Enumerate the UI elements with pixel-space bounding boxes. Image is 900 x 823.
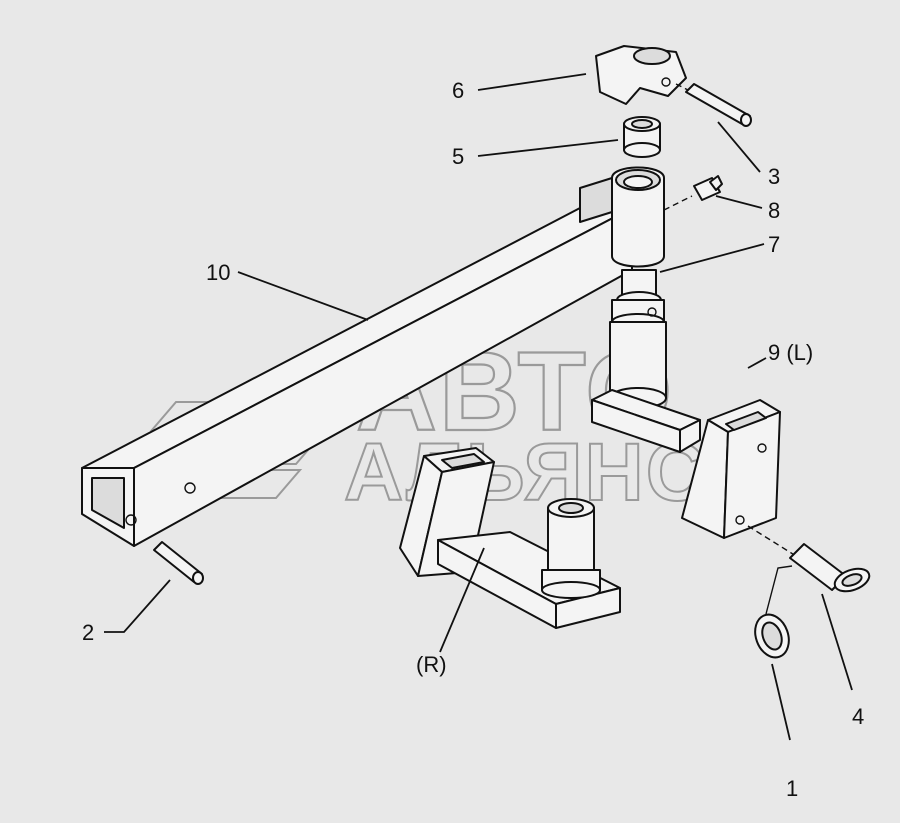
callout-R: (R) — [416, 652, 447, 677]
callout-1: 1 — [786, 776, 798, 801]
part-9L-bracket — [591, 389, 781, 539]
callout-5: 5 — [452, 144, 464, 169]
part-8-grease-nipple — [663, 175, 723, 211]
part-7-pivot-post — [609, 166, 667, 409]
leader-lines — [104, 73, 853, 741]
callout-8: 8 — [768, 198, 780, 223]
part-1-spring-clip — [754, 565, 793, 659]
part-2-pin — [153, 541, 204, 585]
watermark-line2: АЛЬЯНС — [344, 427, 707, 518]
part-6-clamp — [595, 45, 687, 105]
callout-3: 3 — [768, 164, 780, 189]
callout-6: 6 — [452, 78, 464, 103]
part-5-bushing — [623, 116, 661, 158]
callout-10: 10 — [206, 260, 230, 285]
part-4-hitch-pin — [747, 525, 871, 593]
part-3-roll-pin — [675, 83, 752, 127]
callout-9L: 9 (L) — [768, 340, 813, 365]
callout-7: 7 — [768, 232, 780, 257]
callout-4: 4 — [852, 704, 864, 729]
callout-2: 2 — [82, 620, 94, 645]
